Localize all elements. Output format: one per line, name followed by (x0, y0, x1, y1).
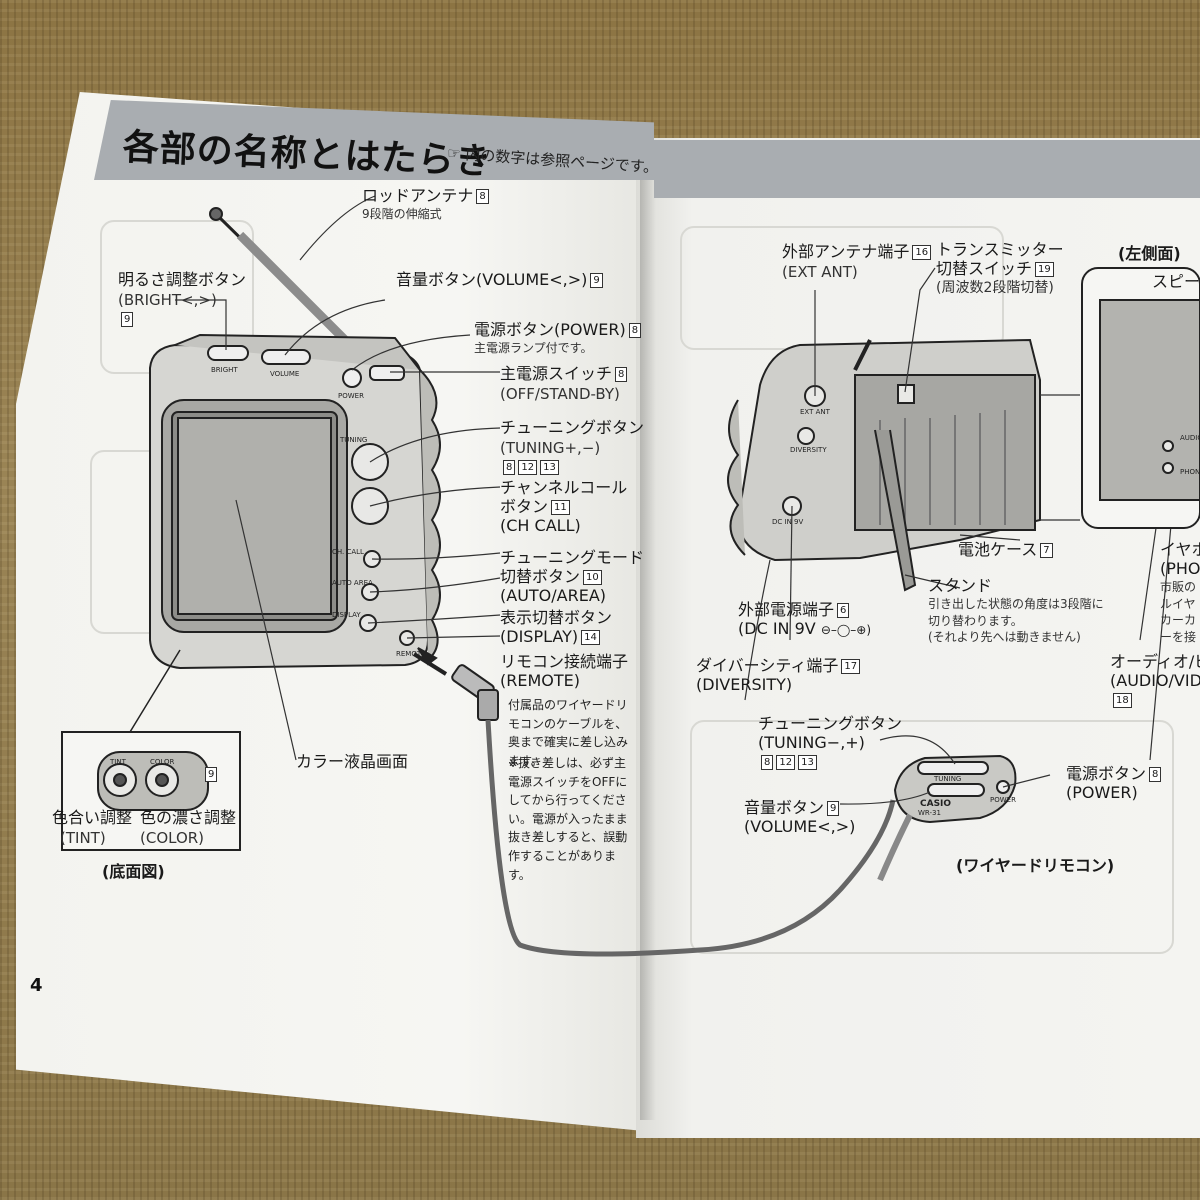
remote-note: 付属品のワイヤードリモコンのケーブルを、奥まで確実に差し込みます。 (508, 698, 629, 768)
faint-bg-box (690, 720, 1174, 954)
remote-plug (412, 647, 499, 721)
label-bottom-ref: 9 (202, 764, 218, 783)
bright-button (207, 345, 249, 361)
device-diversity-text: DIVERSITY (790, 446, 827, 454)
label-power: 電源ボタン(POWER)8 主電源ランプ付です。 (474, 320, 642, 356)
antenna-tip (209, 207, 223, 221)
device-display-text: DISPLAY (332, 611, 361, 619)
leader-lines-remote (839, 735, 1051, 805)
device-dcin-text: DC IN 9V (772, 518, 803, 526)
remote-volume-button (927, 783, 985, 797)
label-lcd: カラー液晶画面 (296, 752, 409, 771)
tv-device (149, 207, 441, 761)
label-color: 色の濃さ調整 (COLOR) (140, 808, 237, 848)
side-phones-text: PHONES (1180, 468, 1200, 476)
remote-brand-text: CASIO (920, 799, 951, 809)
remote-model-text: WR-31 (918, 809, 941, 817)
device-autoarea-text: AUTO AREA (332, 579, 373, 587)
device-color-text: COLOR (150, 758, 175, 766)
device-chcall-text: CH. CALL (332, 548, 364, 556)
device-tint-text: TINT (109, 758, 127, 766)
label-speaker: スピーカ (1152, 272, 1200, 291)
page-gutter (640, 140, 656, 1120)
left-side-view (1081, 267, 1200, 529)
diversity-jack (797, 427, 815, 445)
device-bright-text: BRIGHT (211, 366, 238, 374)
side-av-text: AUDIO VIDEO (1180, 434, 1200, 442)
device-extant-text: EXT ANT (800, 408, 831, 416)
remote-cable (485, 719, 896, 957)
wired-remote (877, 754, 1017, 882)
label-stand: スタンド 引き出した状態の角度は3段階に 切り替わります。 (それより先へは動き… (928, 576, 1104, 644)
label-left-side: (左側面) (1118, 244, 1181, 263)
polarity-icon: ⊖–◯–⊕) (820, 623, 872, 638)
volume-button (261, 349, 311, 365)
lcd-leader (235, 499, 297, 761)
remote-power-text: POWER (990, 796, 1016, 804)
label-audio-video: オーディオ/ビ (AUDIO/VID 18 (1110, 652, 1200, 709)
label-bottom-view: (底面図) (102, 862, 165, 881)
bottom-view-inset (61, 649, 241, 851)
remote-warning: ※抜き差しは、必ず主電源スイッチをOFFにしてから行ってください。電源が入ったま… (508, 756, 628, 882)
remote-tuning-button (917, 761, 989, 775)
lcd-screen (177, 417, 332, 615)
label-wired-remote: (ワイヤードリモコン) (956, 856, 1115, 875)
device-volume-text: VOLUME (270, 370, 299, 378)
label-volume: 音量ボタン(VOLUME<,>)9 (396, 270, 603, 289)
page-number: 4 (30, 975, 43, 996)
stand (874, 429, 917, 592)
tv-back-device (727, 338, 1041, 592)
label-display: 表示切替ボタン (DISPLAY)14 (500, 608, 613, 647)
main-switch (369, 365, 405, 381)
device-tuning-text: TUNING (339, 436, 367, 444)
label-bright: 明るさ調整ボタン (BRIGHT<,>) 9 (118, 270, 247, 328)
remote-tuning-text: TUNING (933, 775, 961, 783)
device-power-text: POWER (338, 392, 364, 400)
power-button (342, 368, 362, 388)
leader-lines-left (175, 195, 501, 639)
label-earphone: イヤホ (PHO 市販の ルイヤ カーカ ーを接 (1160, 540, 1200, 644)
device-remote-text: REMOTE (396, 650, 426, 658)
right-title-band (654, 140, 1200, 198)
label-remote: リモコン接続端子 (REMOTE) (500, 652, 629, 691)
label-tint: 色合い調整 (TINT) (52, 808, 133, 848)
